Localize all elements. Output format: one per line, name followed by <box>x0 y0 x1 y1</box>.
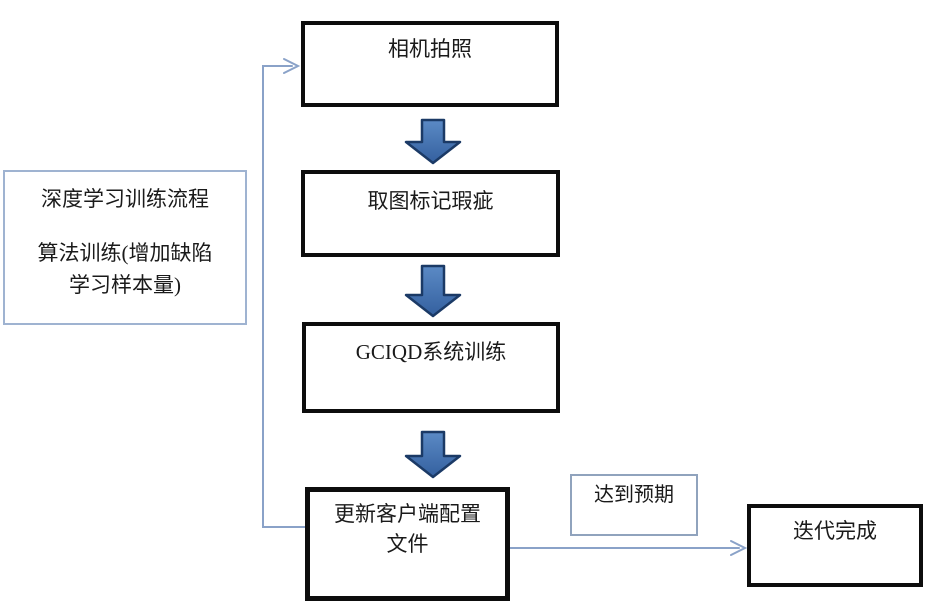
note-training-process: 深度学习训练流程 算法训练(增加缺陷 学习样本量) <box>3 170 247 325</box>
node-iteration-complete: 迭代完成 <box>747 504 923 587</box>
node-gciqd-training: GCIQD系统训练 <box>302 322 560 413</box>
feedback-loop-arrow <box>262 58 306 528</box>
edge-label-expectation-met-text: 达到预期 <box>594 484 674 506</box>
block-arrow-camera-to-mark-icon <box>404 118 462 165</box>
update-to-done-arrow <box>509 540 748 556</box>
node-gciqd-training-label: GCIQD系统训练 <box>355 340 507 364</box>
node-update-client-config-label-line1: 更新客户端配置 <box>334 502 481 526</box>
edge-label-expectation-met: 达到预期 <box>570 474 698 536</box>
block-arrow-train-to-update-icon <box>404 430 462 479</box>
block-arrow-mark-to-train-icon <box>404 264 462 318</box>
note-spacer <box>5 215 245 237</box>
node-mark-defects-label: 取图标记瑕疵 <box>367 189 494 213</box>
node-camera-capture: 相机拍照 <box>301 21 559 107</box>
node-camera-capture-label: 相机拍照 <box>388 37 472 61</box>
node-mark-defects: 取图标记瑕疵 <box>301 170 560 257</box>
note-training-process-line2: 算法训练(增加缺陷 <box>37 241 213 265</box>
node-update-client-config: 更新客户端配置 文件 <box>305 487 510 601</box>
note-training-process-line3: 学习样本量) <box>69 273 181 297</box>
node-iteration-complete-label: 迭代完成 <box>793 519 877 543</box>
node-update-client-config-label-line2: 文件 <box>386 532 429 556</box>
note-training-process-line1: 深度学习训练流程 <box>41 187 209 211</box>
